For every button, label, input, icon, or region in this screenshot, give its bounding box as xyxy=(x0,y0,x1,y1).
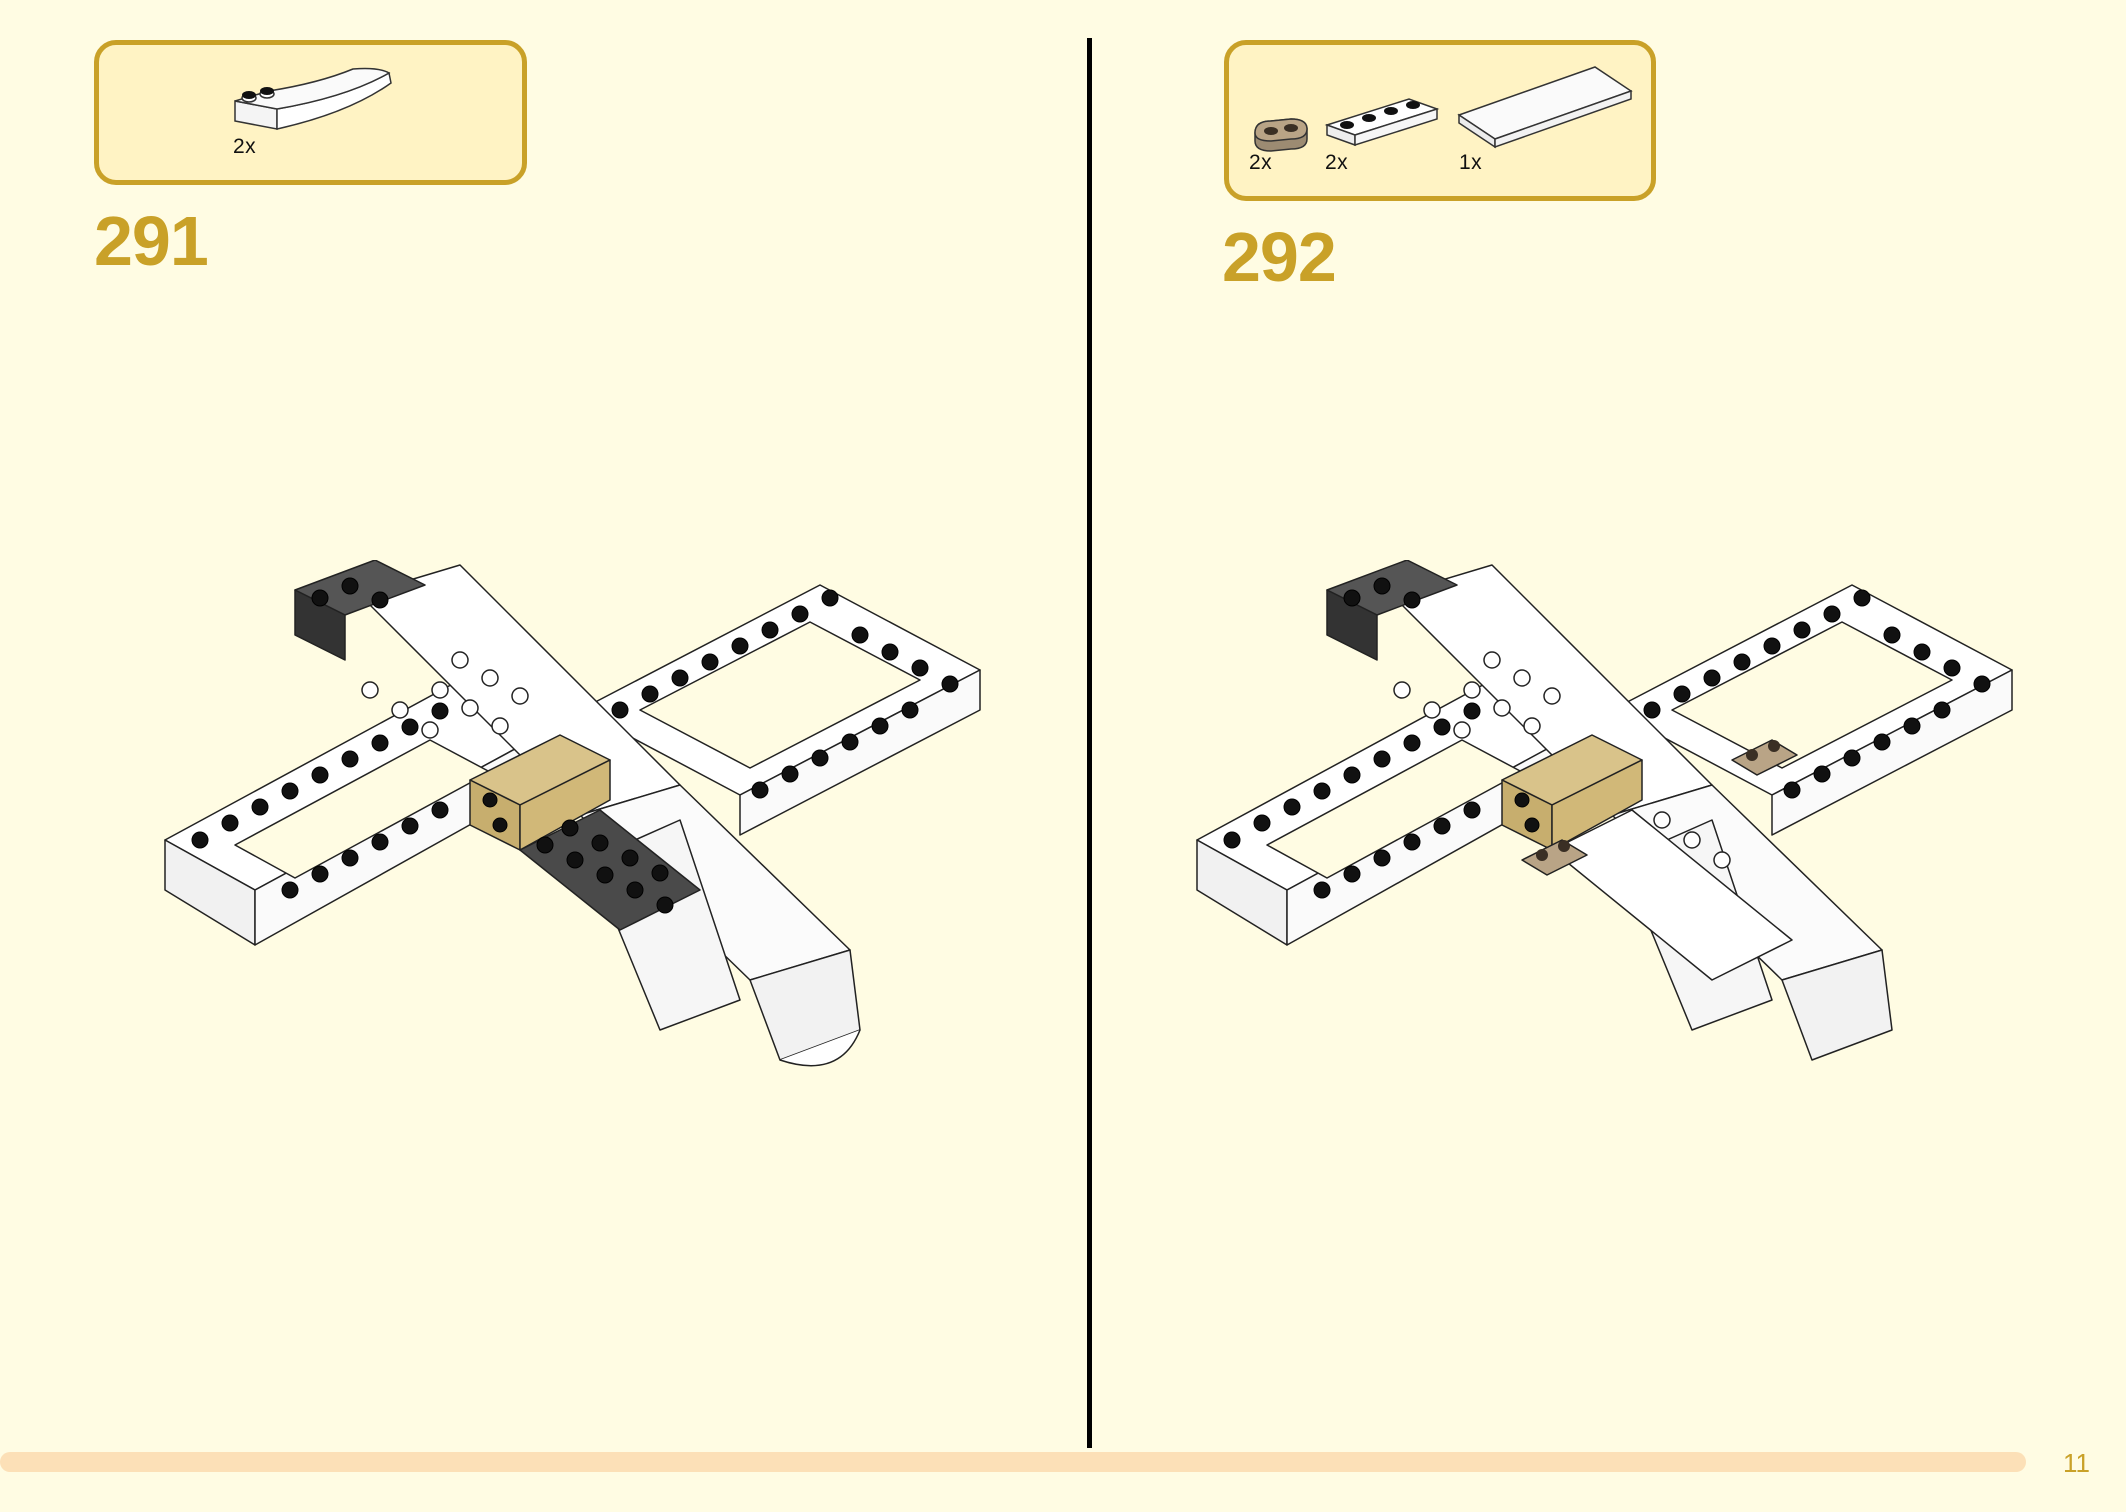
white-plate-1x4-icon xyxy=(1323,95,1443,151)
page-left: 2x 291 xyxy=(0,0,1088,1450)
part-quantity: 2x xyxy=(233,135,257,158)
page-number: 11 xyxy=(2063,1448,2090,1478)
part-quantity: 2x xyxy=(1325,151,1349,174)
tan-plate-1x2-rounded-icon xyxy=(1249,115,1313,155)
step-number: 292 xyxy=(1222,218,1337,296)
part-quantity: 1x xyxy=(1459,151,1483,174)
progress-bar xyxy=(0,1452,2026,1472)
white-tile-2x6-icon xyxy=(1455,63,1635,153)
page-right: 2x 2x 1x 292 xyxy=(1092,0,2126,1450)
step-number: 291 xyxy=(94,202,209,280)
parts-callout-step-292: 2x 2x 1x xyxy=(1224,40,1656,201)
white-curved-slope-1x4-icon xyxy=(229,63,399,133)
step-291-assembly-illustration xyxy=(160,559,990,1125)
part-quantity: 2x xyxy=(1249,151,1273,174)
step-292-assembly-illustration xyxy=(1192,559,2022,1125)
parts-callout-step-291: 2x xyxy=(94,40,527,185)
page-divider xyxy=(1087,38,1092,1448)
